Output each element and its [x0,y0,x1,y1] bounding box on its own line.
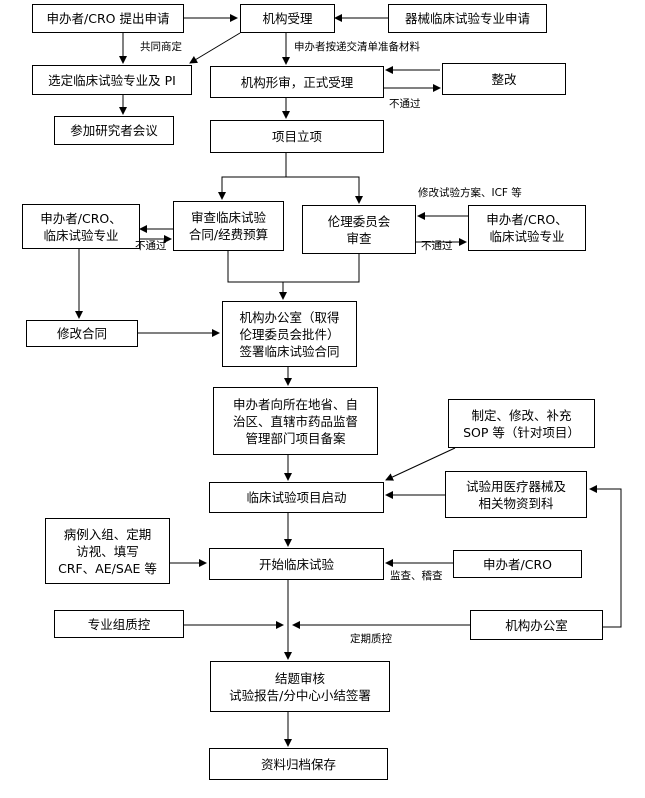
node-office-sign: 机构办公室（取得 伦理委员会批件） 签署临床试验合同 [222,301,357,367]
node-sop: 制定、修改、补充 SOP 等（针对项目） [448,399,595,448]
node-revise-contract: 修改合同 [26,320,138,347]
arrow-accept-to-select [189,32,241,64]
label-revise-protocol: 修改试验方案、ICF 等 [418,187,522,199]
node-device-specialty-apply: 器械临床试验专业申请 [388,4,547,33]
label-failed-ethics: 不通过 [421,240,453,252]
label-periodic-qc: 定期质控 [350,633,392,645]
arrow-ethics-to-office [283,254,360,283]
node-sponsor-cro-monitor: 申办者/CRO [453,550,582,578]
node-sponsor-apply: 申办者/CRO 提出申请 [32,4,184,33]
node-review-contract: 审查临床试验 合同/经费预算 [173,201,284,251]
node-closing-review: 结题审核 试验报告/分中心小结签署 [210,661,390,712]
arrow-contract-to-office [227,251,287,300]
arrow-approval-to-ethics [286,176,363,204]
node-case-enrollment: 病例入组、定期 访视、填写 CRF、AE/SAE 等 [45,518,170,584]
node-investigator-meeting: 参加研究者会议 [54,116,174,145]
node-formal-review: 机构形审，正式受理 [210,66,384,98]
node-trial-start: 临床试验项目启动 [209,482,384,513]
node-rectify: 整改 [442,63,566,95]
label-joint-decision: 共同商定 [140,41,182,53]
node-device-materials: 试验用医疗器械及 相关物资到科 [445,471,587,518]
label-monitor-audit: 监查、稽查 [390,570,443,582]
node-sponsor-cro-left: 申办者/CRO、 临床试验专业 [22,204,140,249]
node-specialty-qc: 专业组质控 [54,610,184,638]
node-archive: 资料归档保存 [209,748,388,780]
node-select-specialty-pi: 选定临床试验专业及 PI [32,65,192,95]
label-failed-contract: 不通过 [135,240,167,252]
arrow-approval-split [218,153,287,200]
node-begin-trial: 开始临床试验 [209,548,384,580]
node-institution-accept: 机构受理 [240,4,335,33]
node-office-qc: 机构办公室 [470,610,603,640]
arrow-office-qc-to-device [589,485,622,628]
arrow-sop-to-start [385,447,456,481]
label-submit-materials: 申办者按递交清单准备材料 [294,41,420,53]
node-sponsor-cro-right: 申办者/CRO、 临床试验专业 [468,205,586,251]
node-ethics-review: 伦理委员会 审查 [302,205,416,254]
label-failed-formal: 不通过 [389,98,421,110]
node-filing: 申办者向所在地省、自 治区、直辖市药品监督 管理部门项目备案 [213,387,378,455]
node-project-approval: 项目立项 [210,120,384,153]
